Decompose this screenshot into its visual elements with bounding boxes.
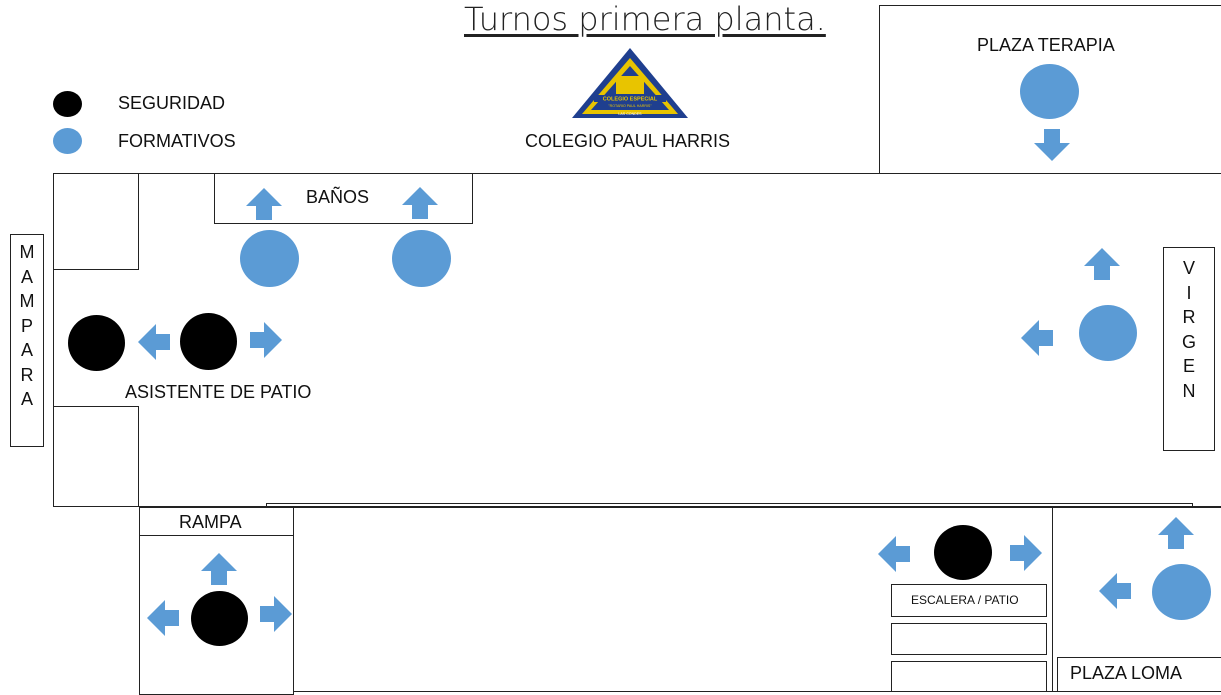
arrow-up-banos-2-icon xyxy=(402,187,438,219)
escalera-step-2 xyxy=(891,661,1047,692)
plaza-terapia-label: PLAZA TERAPIA xyxy=(977,35,1115,55)
seguridad-asistente-1 xyxy=(68,315,125,371)
arrow-right-escalera-icon xyxy=(1010,535,1042,571)
arrow-right-rampa-icon xyxy=(260,596,292,632)
rampa-label: RAMPA xyxy=(179,512,242,532)
formativo-plaza-loma xyxy=(1152,564,1211,620)
school-logo: COLEGIO ESPECIAL "ROTARIO PAUL HARRIS" L… xyxy=(572,48,688,118)
legend-formativos-label: FORMATIVOS xyxy=(118,131,236,151)
arrow-left-virgen-icon xyxy=(1021,320,1053,356)
legend-seguridad-dot xyxy=(53,91,82,117)
formativo-virgen xyxy=(1079,305,1137,361)
escalera-box xyxy=(891,584,1047,617)
arrow-left-plaza-loma-icon xyxy=(1099,573,1131,609)
banos-area xyxy=(214,173,473,224)
asistente-label: ASISTENTE DE PATIO xyxy=(125,382,312,402)
mampara-area xyxy=(10,234,44,447)
main-corridor xyxy=(53,173,1221,507)
svg-text:COLEGIO ESPECIAL: COLEGIO ESPECIAL xyxy=(603,97,658,103)
virgen-area xyxy=(1163,247,1215,451)
arrow-up-rampa-icon xyxy=(201,553,237,585)
arrow-up-banos-1-icon xyxy=(246,188,282,220)
page-title: Turnos primera planta. xyxy=(464,0,826,38)
lower-hall-top-edge xyxy=(266,503,1193,507)
legend-seguridad-label: SEGURIDAD xyxy=(118,93,226,113)
formativo-plaza-terapia xyxy=(1020,64,1079,119)
arrow-down-plaza-terapia-icon xyxy=(1034,129,1070,161)
arrow-left-escalera-icon xyxy=(878,536,910,572)
banos-label: BAÑOS xyxy=(306,187,370,207)
arrow-left-asistente-icon xyxy=(138,324,170,360)
seguridad-rampa xyxy=(191,591,248,646)
formativo-banos-1 xyxy=(240,230,299,287)
seguridad-escalera xyxy=(934,525,992,580)
arrow-up-virgen-icon xyxy=(1084,248,1120,280)
plaza-loma-label-box xyxy=(1057,657,1221,692)
legend-formativos-dot xyxy=(53,128,82,154)
seguridad-asistente-2 xyxy=(180,313,237,370)
corridor-wall-upper-left xyxy=(53,173,139,270)
escalera-step-1 xyxy=(891,623,1047,655)
arrow-right-asistente-icon xyxy=(250,322,282,358)
escalera-label: ESCALERA / PATIO xyxy=(911,593,1019,607)
arrow-up-plaza-loma-icon xyxy=(1158,517,1194,549)
arrow-left-rampa-icon xyxy=(147,600,179,636)
formativo-banos-2 xyxy=(392,230,451,287)
svg-text:"ROTARIO PAUL HARRIS": "ROTARIO PAUL HARRIS" xyxy=(608,104,652,108)
svg-text:LAS CONDES: LAS CONDES xyxy=(618,112,642,116)
plaza-loma-label: PLAZA LOMA xyxy=(1070,663,1183,683)
corridor-wall-lower-left xyxy=(53,406,139,507)
school-name: COLEGIO PAUL HARRIS xyxy=(525,131,731,151)
